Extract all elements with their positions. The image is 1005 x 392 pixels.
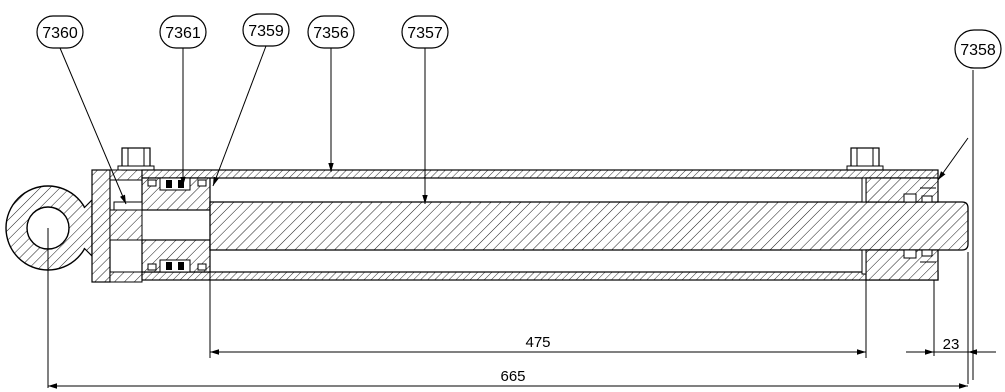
balloon-7357: 7357	[401, 15, 449, 49]
balloon-7360: 7360	[36, 15, 84, 49]
dimension-rod-extension: 23	[906, 336, 996, 355]
rear-port-fitting	[117, 147, 155, 171]
balloon-7361-label: 7361	[165, 25, 201, 42]
balloon-7359-label: 7359	[248, 23, 284, 40]
front-port-fitting	[846, 147, 884, 171]
rod-tail	[109, 209, 143, 241]
dimension-stroke-length: 475	[210, 334, 866, 355]
dimension-overall-length: 665	[48, 368, 968, 389]
dimension-overall-length-value: 665	[500, 368, 525, 385]
balloon-7359: 7359	[242, 13, 290, 47]
balloon-7358-label: 7358	[960, 42, 996, 59]
piston-rod	[209, 201, 969, 251]
dimension-rod-extension-value: 23	[943, 336, 960, 353]
rod-gland	[861, 177, 939, 281]
balloon-7358: 7358	[954, 29, 1002, 69]
rear-clevis-eye	[5, 185, 93, 271]
extension-lines	[47, 228, 969, 388]
dimension-stroke-length-value: 475	[525, 334, 550, 351]
rear-nut	[113, 201, 143, 211]
balloon-7360-label: 7360	[42, 25, 78, 42]
leader-lines	[59, 45, 974, 380]
balloon-7357-label: 7357	[407, 25, 443, 42]
piston	[141, 177, 211, 273]
balloon-7361: 7361	[159, 15, 207, 49]
balloon-7356: 7356	[307, 15, 355, 49]
balloon-7356-label: 7356	[313, 25, 349, 42]
